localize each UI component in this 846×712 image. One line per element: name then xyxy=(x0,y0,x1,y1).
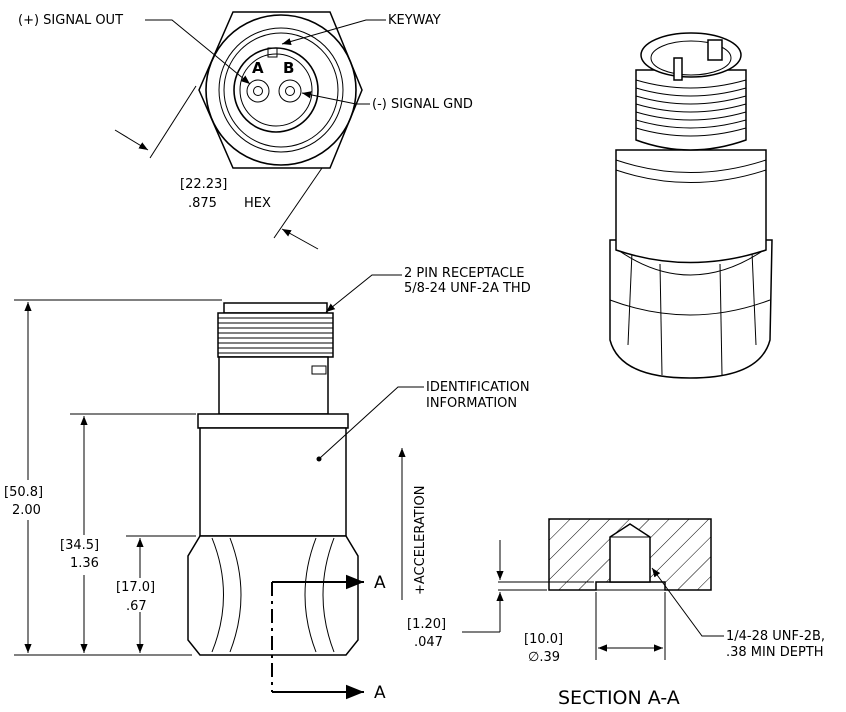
iso-thread-body xyxy=(635,69,747,151)
thread-leader xyxy=(651,567,724,637)
hex-ext-right xyxy=(273,167,323,239)
dim-total-imperial: 2.00 xyxy=(12,503,41,518)
dim-dia-metric: [10.0] xyxy=(524,632,563,647)
side-view: 2 PIN RECEPTACLE 5/8-24 UNF-2A THD IDENT… xyxy=(4,266,531,703)
section-mark-bottom: A xyxy=(374,683,386,703)
pin-b-label: B xyxy=(283,59,294,77)
pin-b-outer xyxy=(278,79,302,103)
dim-body-metric: [34.5] xyxy=(60,538,99,553)
pin-a-label: A xyxy=(252,59,264,77)
side-flange xyxy=(197,413,349,429)
hex-dim-metric: [22.23] xyxy=(180,177,227,192)
signal-gnd-leader xyxy=(301,91,370,105)
pin-a-inner xyxy=(253,86,263,96)
dim-recess-metric: [1.20] xyxy=(407,617,446,632)
connector-insert xyxy=(239,53,313,127)
receptacle-label-2: 5/8-24 UNF-2A THD xyxy=(404,281,531,296)
iso-hex-body xyxy=(609,239,773,379)
hex-dim-label: HEX xyxy=(244,196,271,211)
keyway-notch xyxy=(267,47,278,58)
pin-b-inner xyxy=(285,86,295,96)
isometric-view xyxy=(609,32,773,379)
hex-dim-imperial: .875 xyxy=(188,196,217,211)
thread-label-2: .38 MIN DEPTH xyxy=(726,645,824,660)
signal-out-label: (+) SIGNAL OUT xyxy=(18,13,123,28)
dim-hex-metric: [17.0] xyxy=(116,580,155,595)
thread-label-1: 1/4-28 UNF-2B, xyxy=(726,629,825,644)
ident-label-2: INFORMATION xyxy=(426,396,517,411)
section-mark-top: A xyxy=(374,573,386,593)
dim-dia-imperial: ∅.39 xyxy=(528,650,560,665)
hex-ring-inner xyxy=(223,32,339,148)
iso-connector-top xyxy=(640,32,742,78)
section-title: SECTION A-A xyxy=(558,687,680,709)
accel-label: +ACCELERATION xyxy=(413,485,428,595)
keyway-leader xyxy=(281,19,386,45)
keyway-label: KEYWAY xyxy=(388,13,441,28)
receptacle-leader xyxy=(325,274,402,313)
side-body xyxy=(199,427,347,537)
section-view: [1.20] .047 [10.0] ∅.39 1/4-28 UNF-2B, .… xyxy=(407,518,825,709)
hex-dim-arrow-left xyxy=(114,129,149,151)
pin-a-outer xyxy=(246,79,270,103)
signal-gnd-label: (-) SIGNAL GND xyxy=(372,97,473,112)
dim-body-imperial: 1.36 xyxy=(70,556,99,571)
ident-leader xyxy=(319,386,424,459)
ident-label-1: IDENTIFICATION xyxy=(426,380,530,395)
dim-total-metric: [50.8] xyxy=(4,485,43,500)
signal-out-leader xyxy=(145,19,251,85)
hex-ring-mid xyxy=(218,27,344,153)
top-view: A B (+) SIGNAL OUT KEYWAY (-) SIGNAL GND… xyxy=(18,11,473,250)
side-thread xyxy=(217,312,334,358)
dim-hex-imperial: .67 xyxy=(126,599,147,614)
hex-ring-outer xyxy=(205,14,357,166)
iso-cylinder xyxy=(615,149,767,264)
hex-ext-left xyxy=(149,85,197,159)
side-connector-cap xyxy=(223,302,328,314)
section-hole xyxy=(609,523,651,583)
receptacle-label-1: 2 PIN RECEPTACLE xyxy=(404,266,524,281)
hex-dim-arrow-right xyxy=(281,228,319,250)
dim-recess-imperial: .047 xyxy=(414,635,443,650)
